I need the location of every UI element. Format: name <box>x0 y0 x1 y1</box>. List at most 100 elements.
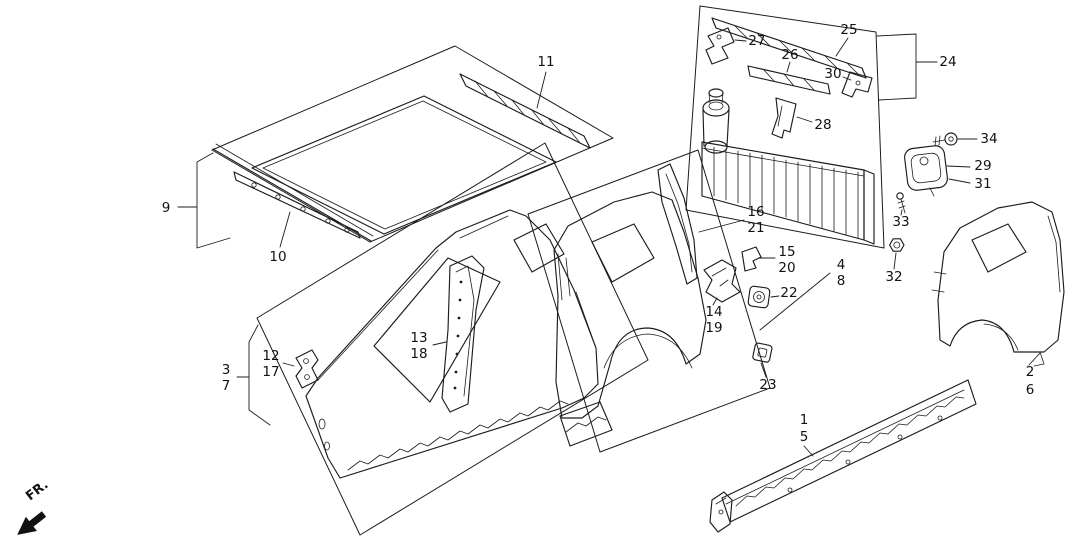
wheel-arch-inner <box>983 323 1019 351</box>
wheel-arch-inner <box>603 333 693 369</box>
rear-panel-assembly <box>701 17 875 245</box>
fastener-parts <box>747 132 958 363</box>
callout-labels: 9 10 11 27 26 25 30 24 28 34 29 31 33 16… <box>162 22 1035 445</box>
fr-arrow-icon <box>17 511 47 535</box>
sill-end-cap <box>709 491 733 533</box>
screw <box>896 192 906 214</box>
callout-12: 12 <box>262 348 279 364</box>
hatch-marks <box>763 69 815 91</box>
leader-24 <box>876 33 938 101</box>
leader-33 <box>900 209 903 216</box>
panel-outline <box>305 209 599 479</box>
callout-16: 16 <box>747 204 764 220</box>
callout-17: 17 <box>262 364 279 380</box>
callout-26: 26 <box>781 47 798 63</box>
pillar-bracket <box>295 349 319 389</box>
leader-23 <box>760 362 767 378</box>
leader-3-7 <box>236 324 271 426</box>
center-pillar-stiffener <box>441 255 485 413</box>
leader-22 <box>770 295 780 298</box>
callout-15: 15 <box>778 244 795 260</box>
callout-2: 2 <box>1026 364 1035 380</box>
leader-2-6 <box>1028 352 1041 366</box>
rear-panel <box>701 141 875 245</box>
callout-18: 18 <box>410 346 427 362</box>
leader-10 <box>279 211 291 248</box>
roof-panel <box>251 95 557 235</box>
leader-14-19 <box>712 297 718 306</box>
leader-27 <box>734 39 747 42</box>
quarter-window-opening <box>971 223 1027 273</box>
callout-4: 4 <box>837 257 846 273</box>
rear-quarter-panel <box>931 201 1065 367</box>
roof-side-molding <box>212 143 374 242</box>
fr-direction-indicator: FR. <box>17 478 51 535</box>
leader-32 <box>893 252 897 270</box>
callout-32: 32 <box>885 269 902 285</box>
inner-side-panel-group-box <box>527 149 771 453</box>
side-sill-panel <box>709 379 977 533</box>
leader-30 <box>842 76 852 81</box>
callout-6: 6 <box>1026 382 1035 398</box>
fr-label: FR. <box>23 478 51 505</box>
callout-9: 9 <box>162 200 171 216</box>
callout-33: 33 <box>892 214 909 230</box>
leader-16-21 <box>698 219 745 233</box>
callout-7: 7 <box>222 378 231 394</box>
leader-31 <box>948 178 971 184</box>
rear-panel-group-box <box>685 5 885 249</box>
callout-31: 31 <box>974 176 991 192</box>
rocker-section <box>559 401 613 447</box>
leader-9 <box>177 152 231 249</box>
leader-29 <box>946 165 971 168</box>
leader-26 <box>786 61 791 73</box>
leader-28 <box>796 116 813 123</box>
quarter-window-opening <box>513 223 565 273</box>
callout-8: 8 <box>837 273 846 289</box>
rear-center-bracket <box>771 97 797 139</box>
panel-ribs <box>713 146 859 239</box>
leader-11 <box>536 71 547 109</box>
callout-24: 24 <box>939 54 956 70</box>
pillar-lower-bracket <box>703 259 741 303</box>
pillar-clip <box>741 246 762 272</box>
washer-grommet <box>747 285 771 309</box>
callout-1: 1 <box>800 412 809 428</box>
hatch-marks <box>734 25 861 77</box>
panel-outline <box>937 201 1065 353</box>
hatch-marks <box>474 80 581 144</box>
callout-5: 5 <box>800 429 809 445</box>
sill-outline <box>721 379 977 523</box>
fuel-filler-recess <box>702 88 730 154</box>
leader-lines <box>177 33 1041 457</box>
roof-rear-rail <box>459 73 591 149</box>
callout-3: 3 <box>222 362 231 378</box>
bolt <box>932 132 958 147</box>
callout-23: 23 <box>759 377 776 393</box>
leader-12-17 <box>282 362 295 367</box>
square-grommet <box>752 342 773 363</box>
callout-13: 13 <box>410 330 427 346</box>
leader-25 <box>835 37 849 57</box>
rear-panel-end-plate <box>863 169 875 245</box>
mount-bracket <box>904 145 948 197</box>
outer-side-panel-group-box <box>256 142 649 536</box>
panel-outline <box>553 191 707 419</box>
callout-34: 34 <box>980 131 997 147</box>
leader-1-5 <box>803 445 814 457</box>
callout-19: 19 <box>705 320 722 336</box>
callout-14: 14 <box>705 304 722 320</box>
leader-4-8 <box>759 272 831 331</box>
nut <box>889 238 905 252</box>
rear-shelf-rail <box>747 65 831 95</box>
callout-25: 25 <box>840 22 857 38</box>
rocker-zigzag <box>565 416 607 433</box>
callout-11: 11 <box>537 54 554 70</box>
roof-front-rail <box>233 171 361 239</box>
rocker-zigzag <box>347 400 569 471</box>
callout-28: 28 <box>814 117 831 133</box>
roof-assembly <box>212 73 591 242</box>
callout-22: 22 <box>780 285 797 301</box>
rear-pillar-stiffener <box>657 163 698 285</box>
